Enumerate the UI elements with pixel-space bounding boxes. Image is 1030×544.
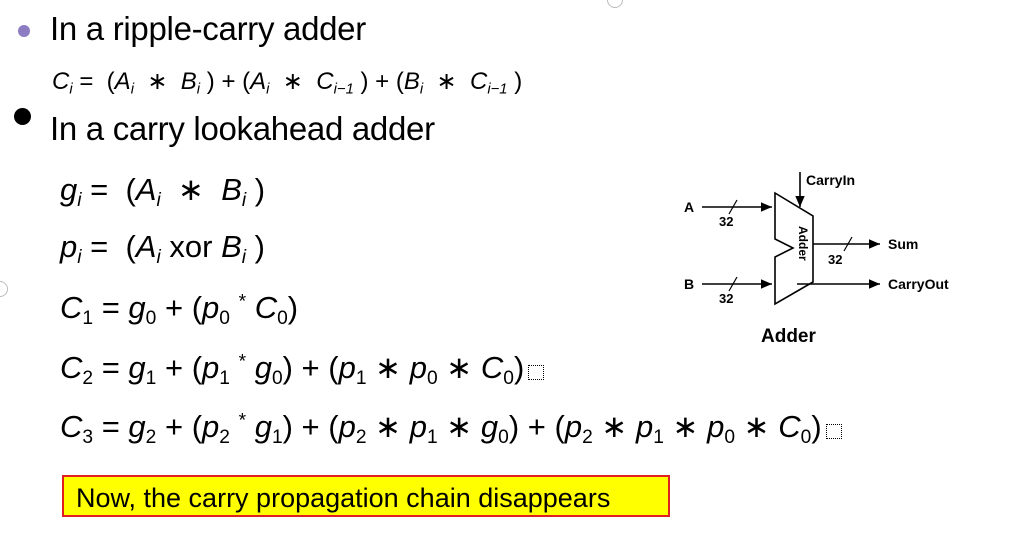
adder-block-label: Adder <box>796 226 810 261</box>
label-b: B <box>684 276 694 292</box>
width-a: 32 <box>719 214 733 229</box>
diagram-caption: Adder <box>761 326 817 347</box>
width-b: 32 <box>719 291 733 306</box>
callout-box: Now, the carry propagation chain disappe… <box>62 475 670 517</box>
width-sum: 32 <box>828 252 842 267</box>
equation-c3: C3 = g2 + (p2 * g1) + (p2 ∗ p1 ∗ g0) + (… <box>60 409 842 449</box>
bullet-marker <box>18 25 30 37</box>
label-a: A <box>684 199 694 215</box>
input-b-bus-slash <box>728 276 738 292</box>
placeholder-box-icon <box>528 365 545 380</box>
equation-c1: C1 = g0 + (p0 * C0) <box>60 290 299 329</box>
adder-block <box>774 191 814 306</box>
bullet-heading-carry-lookahead: In a carry lookahead adder <box>50 110 435 147</box>
sum-label: Sum <box>888 236 918 252</box>
sum-bus-slash <box>843 236 853 252</box>
bullet-marker <box>14 108 31 125</box>
equation-propagate: pi = (Ai xor Bi ) <box>60 229 265 268</box>
input-a-bus-slash <box>728 199 738 215</box>
placeholder-box-icon <box>825 424 842 439</box>
equation-ripple-carry: Ci = (Ai ∗ Bi ) + (Ai ∗ Ci−1 ) + (Bi ∗ C… <box>52 68 523 98</box>
bullet-heading-ripple-carry: In a ripple-carry adder <box>50 10 366 47</box>
carry-in-label: CarryIn <box>806 172 855 188</box>
equation-generate: gi = (Ai ∗ Bi ) <box>60 172 266 211</box>
carry-out-label: CarryOut <box>888 276 949 292</box>
equation-c2: C2 = g1 + (p1 * g0) + (p1 ∗ p0 ∗ C0) <box>60 350 545 390</box>
